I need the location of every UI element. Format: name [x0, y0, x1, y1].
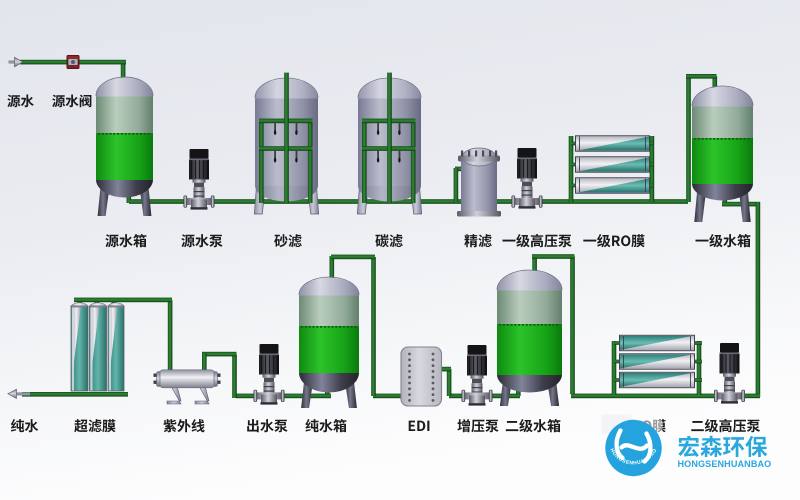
svg-text:HONGSENHUANBAO: HONGSENHUANBAO — [678, 459, 772, 469]
